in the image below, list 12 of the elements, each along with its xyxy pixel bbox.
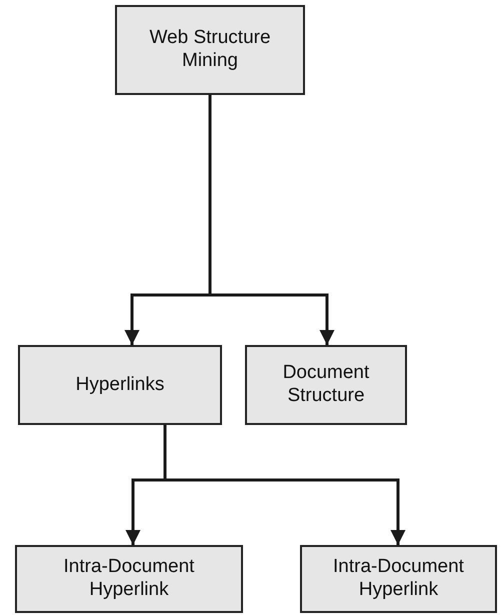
arrow [164,425,406,545]
node-label: Hyperlinks [76,374,164,396]
node-label: Web Structure Mining [148,27,272,73]
process-box [15,545,243,613]
arrow [208,95,334,345]
process-box [300,545,497,613]
node-label: Document Structure [282,362,370,408]
process-box [245,345,407,425]
process-box [18,345,222,425]
process-box [115,5,305,95]
node-label: Intra-Document Hyperlink [62,556,196,602]
node-label: Intra-Document Hyperlink [332,556,465,602]
